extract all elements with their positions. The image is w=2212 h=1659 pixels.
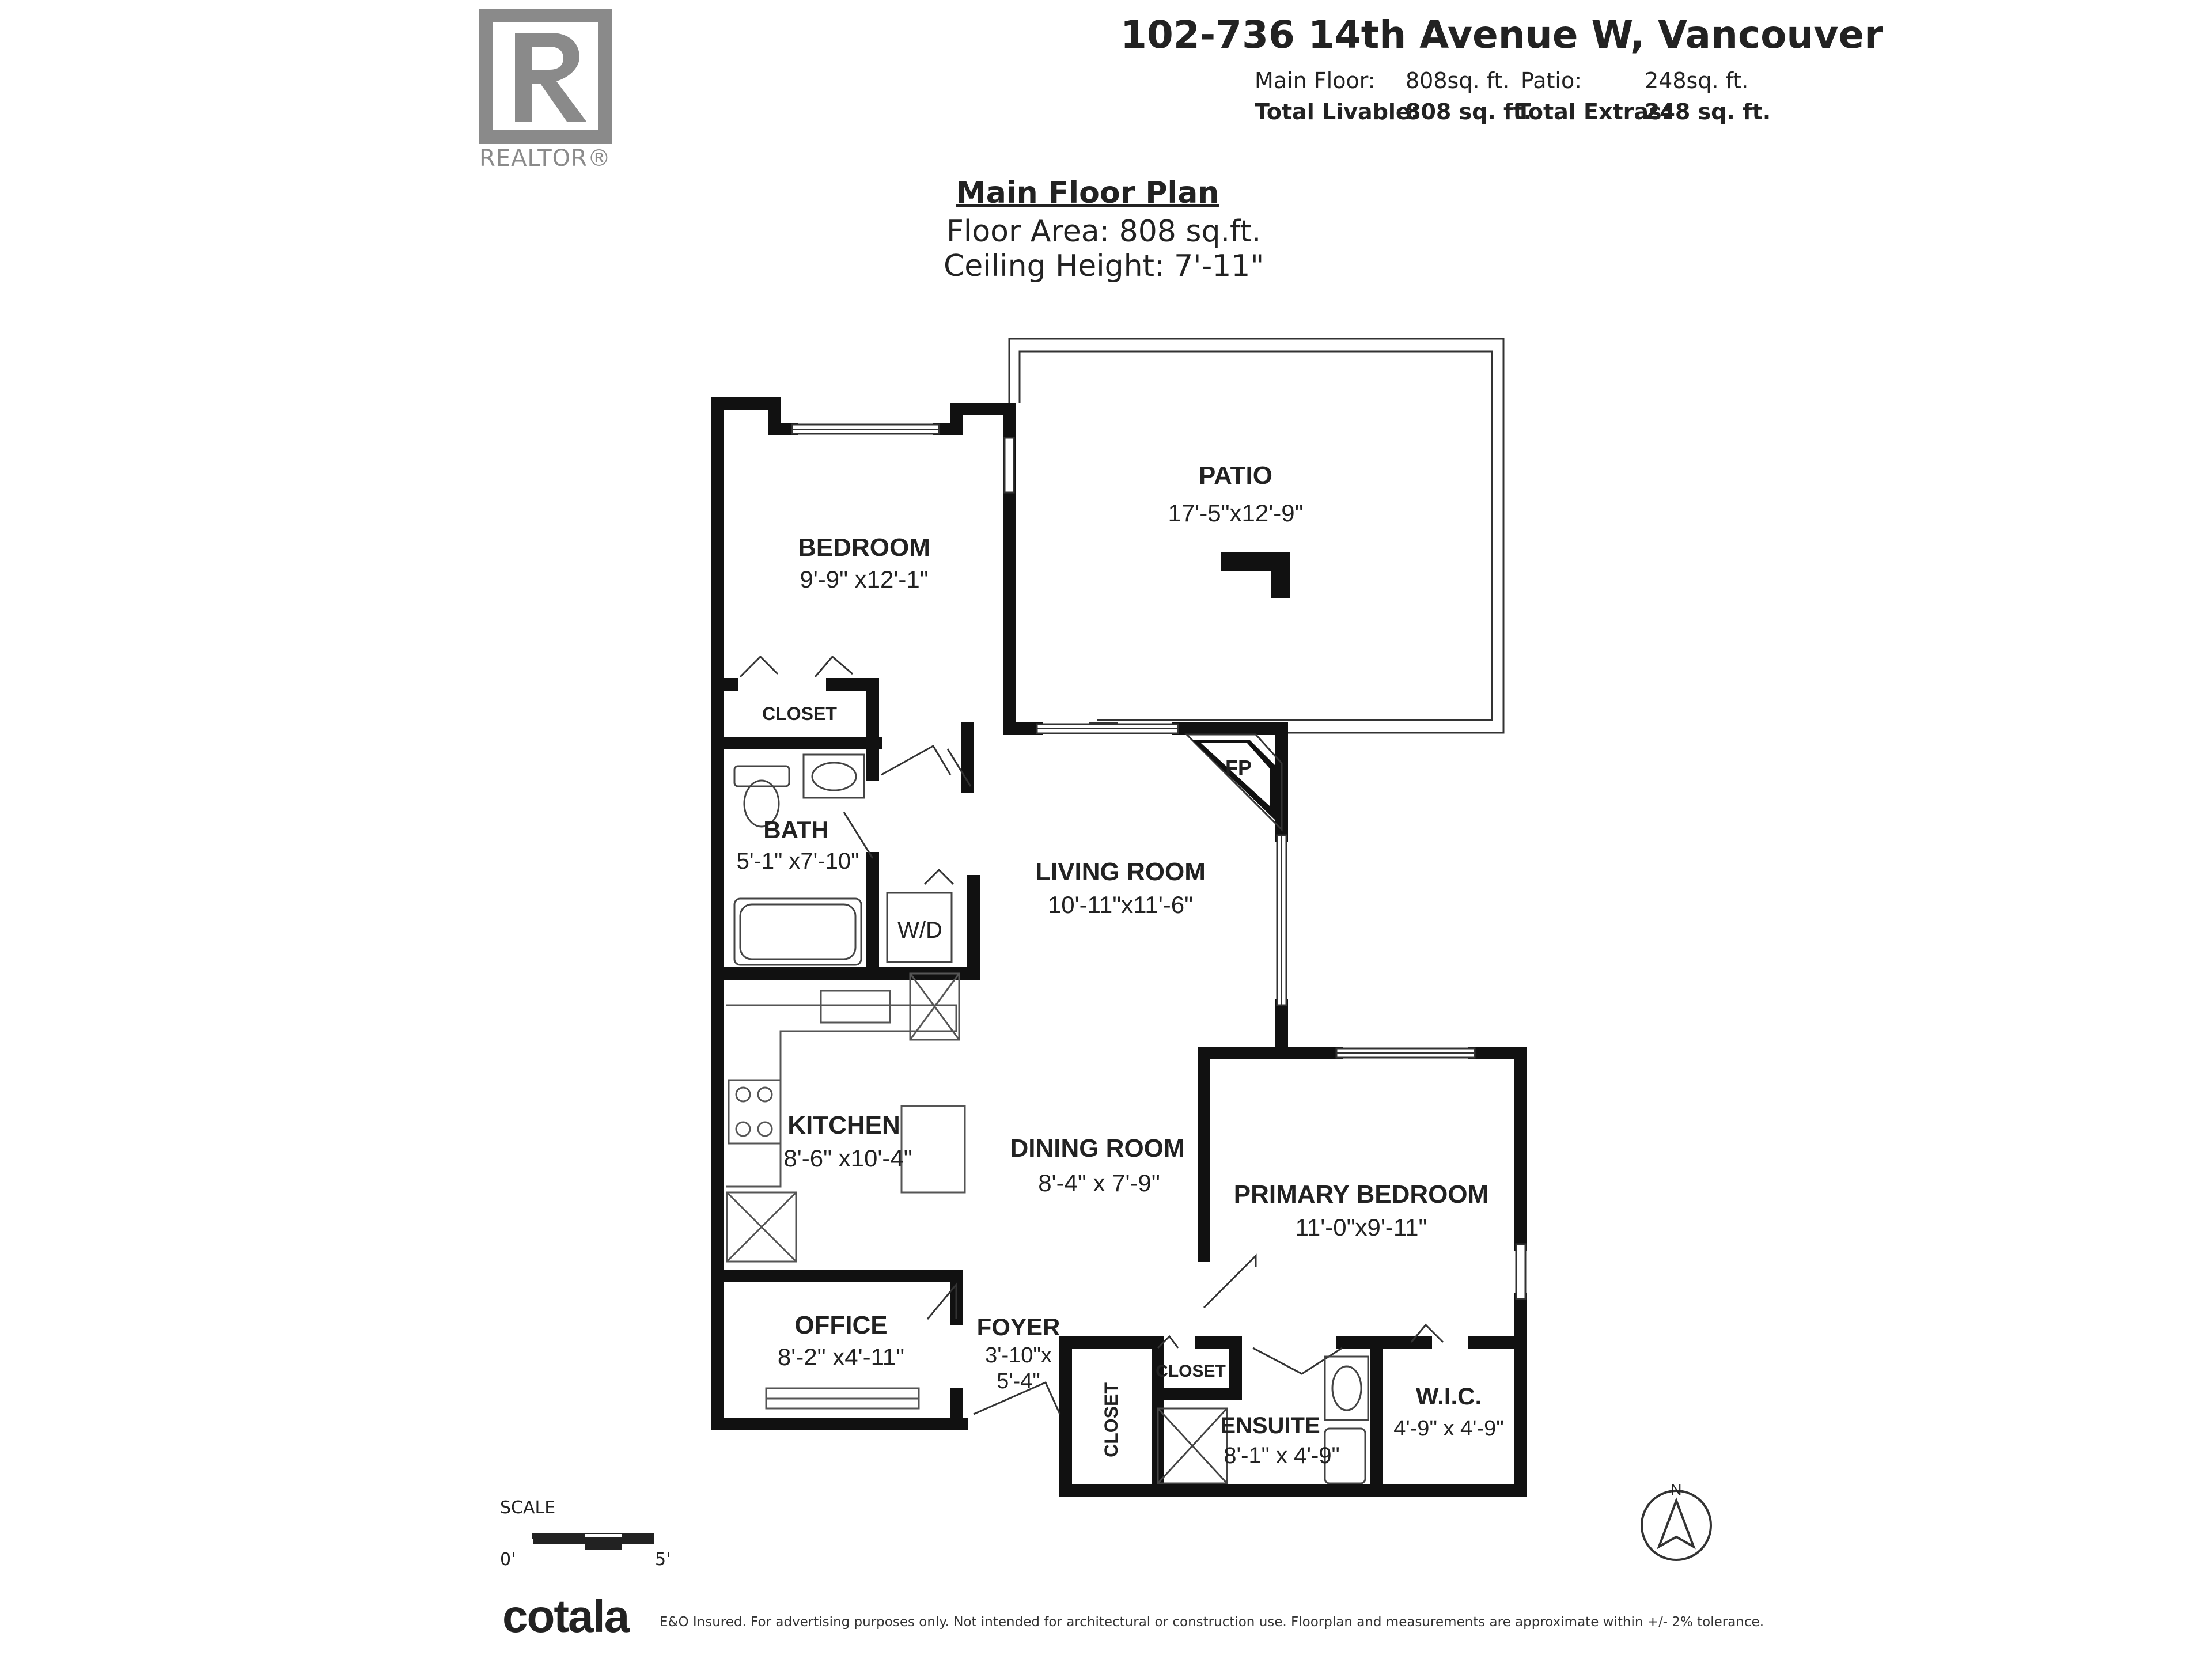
- living-name: LIVING ROOM: [1035, 858, 1206, 886]
- patio-marker: [1221, 552, 1290, 598]
- ensuite-fixtures: [1157, 1355, 1369, 1484]
- foyer-dims-1: 3'-10"x: [985, 1343, 1052, 1368]
- foyer-closet-name: CLOSET: [1101, 1382, 1122, 1457]
- patio-name: PATIO: [1199, 461, 1272, 490]
- doors: [739, 655, 1444, 1415]
- kitchen-dims: 8'-6" x10'-4": [783, 1145, 912, 1172]
- bedroom-closet-name: CLOSET: [762, 703, 837, 724]
- fireplace: [1184, 733, 1283, 832]
- foyer-dims-2: 5'-4": [997, 1369, 1040, 1393]
- realtor-wordmark: REALTOR®: [479, 145, 611, 172]
- bedroom-dims: 9'-9" x12'-1": [800, 566, 928, 593]
- scale-bar: [532, 1533, 654, 1550]
- patio-value: 248sq. ft.: [1645, 68, 1749, 93]
- ensuite-dims: 8'-1" x 4'-9": [1224, 1443, 1340, 1468]
- wd-name: W/D: [897, 918, 942, 943]
- kitchen-name: KITCHEN: [787, 1111, 900, 1139]
- wic-dims: 4'-9" x 4'-9": [1393, 1416, 1503, 1441]
- window-inner-lines: [792, 429, 1475, 1054]
- room-labels: PATIO 17'-5"x12'-9" BEDROOM 9'-9" x12'-1…: [737, 461, 1504, 1468]
- wic-name: W.I.C.: [1416, 1382, 1482, 1410]
- compass-label: N: [1671, 1481, 1682, 1498]
- bath-fixtures: [733, 753, 953, 966]
- walls: [711, 397, 1527, 1497]
- cotala-logo: cotala: [502, 1590, 630, 1642]
- total-extras-label: Total Extras:: [1516, 99, 1671, 124]
- ensuite-name: ENSUITE: [1220, 1413, 1320, 1438]
- dining-name: DINING ROOM: [1010, 1134, 1184, 1162]
- scale-label: SCALE: [500, 1498, 556, 1518]
- fireplace-name: FP: [1225, 756, 1252, 779]
- north-arrow-icon: [1641, 1490, 1712, 1561]
- primary-bedroom-dims: 11'-0"x9'-11": [1296, 1214, 1427, 1241]
- bedroom-name: BEDROOM: [798, 533, 930, 562]
- plan-title: Main Floor Plan: [956, 176, 1219, 210]
- total-extras-value: 248 sq. ft.: [1645, 99, 1771, 124]
- floor-area: Floor Area: 808 sq.ft.: [946, 214, 1262, 249]
- disclaimer: E&O Insured. For advertising purposes on…: [660, 1615, 1764, 1630]
- patio-outline: [1008, 338, 1505, 734]
- scale-start: 0': [500, 1550, 516, 1570]
- ceiling-height: Ceiling Height: 7'-11": [944, 249, 1264, 283]
- office-name: OFFICE: [794, 1311, 887, 1339]
- patio-dims: 17'-5"x12'-9": [1168, 499, 1304, 527]
- dining-dims: 8'-4" x 7'-9": [1038, 1169, 1160, 1196]
- total-livable-label: Total Livable:: [1255, 99, 1419, 124]
- living-dims: 10'-11"x11'-6": [1048, 891, 1193, 918]
- main-floor-label: Main Floor:: [1255, 68, 1376, 93]
- kitchen-fixtures: [726, 972, 966, 1410]
- foyer-name: FOYER: [977, 1313, 1060, 1340]
- patio-label: Patio:: [1521, 68, 1582, 93]
- ensuite-closet-name: CLOSET: [1156, 1362, 1226, 1381]
- bath-name: BATH: [763, 816, 829, 843]
- primary-bedroom-name: PRIMARY BEDROOM: [1234, 1180, 1488, 1209]
- main-floor-value: 808sq. ft.: [1406, 68, 1510, 93]
- bath-dims: 5'-1" x7'-10": [737, 849, 859, 874]
- scale-end: 5': [655, 1550, 671, 1570]
- office-dims: 8'-2" x4'-11": [778, 1343, 904, 1370]
- total-livable-value: 808 sq. ft.: [1406, 99, 1532, 124]
- realtor-logo: [479, 9, 612, 144]
